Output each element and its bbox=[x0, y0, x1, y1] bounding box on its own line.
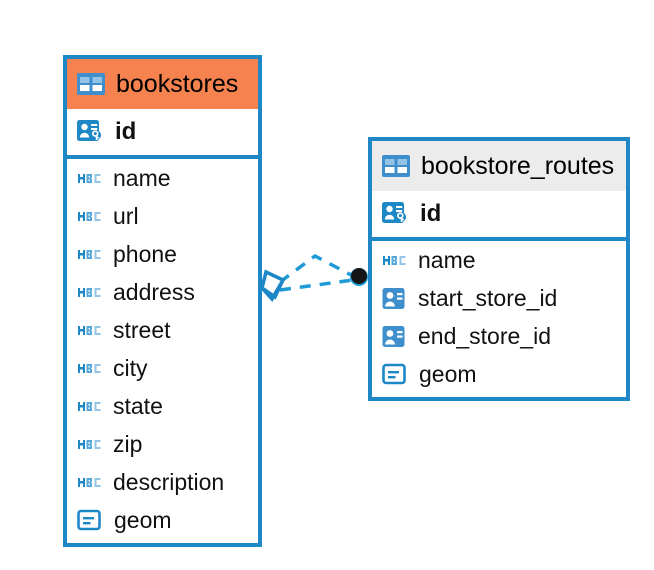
field-row-end-store-id[interactable]: end_store_id bbox=[372, 317, 626, 355]
text-type-icon bbox=[77, 209, 102, 223]
field-label: start_store_id bbox=[418, 284, 558, 311]
field-row-pk[interactable]: id bbox=[372, 191, 626, 237]
field-row-url[interactable]: url bbox=[67, 197, 258, 235]
text-type-icon bbox=[77, 323, 102, 337]
primary-key-icon bbox=[77, 119, 104, 145]
text-type-icon bbox=[77, 361, 102, 375]
entity-header-bookstore-routes[interactable]: bookstore_routes bbox=[372, 141, 626, 191]
entity-header-bookstores[interactable]: bookstores bbox=[67, 59, 258, 109]
field-row-zip[interactable]: zip bbox=[67, 425, 258, 463]
filled-circle-endpoint bbox=[350, 268, 368, 286]
entity-bookstore-routes[interactable]: bookstore_routes id bbox=[368, 137, 630, 401]
table-icon bbox=[77, 72, 105, 96]
field-label: city bbox=[113, 354, 148, 381]
field-label: end_store_id bbox=[418, 322, 551, 349]
text-type-icon bbox=[77, 437, 102, 451]
field-label-pk: id bbox=[420, 200, 442, 227]
field-label: address bbox=[113, 278, 195, 305]
field-row-city[interactable]: city bbox=[67, 349, 258, 387]
foreign-key-icon bbox=[382, 325, 407, 348]
field-label: street bbox=[113, 316, 171, 343]
field-label: url bbox=[113, 202, 139, 229]
field-list-bookstores: name url bbox=[67, 159, 258, 543]
field-label: geom bbox=[419, 360, 477, 387]
field-row-geom[interactable]: geom bbox=[372, 355, 626, 393]
text-type-icon bbox=[77, 285, 102, 299]
text-type-icon bbox=[77, 399, 102, 413]
field-row-start-store-id[interactable]: start_store_id bbox=[372, 279, 626, 317]
field-label: geom bbox=[114, 506, 172, 533]
field-row-street[interactable]: street bbox=[67, 311, 258, 349]
crowsfoot-diamond-endpoint bbox=[260, 269, 286, 302]
text-type-icon bbox=[77, 475, 102, 489]
field-row-phone[interactable]: phone bbox=[67, 235, 258, 273]
field-row-pk[interactable]: id bbox=[67, 109, 258, 155]
entity-title: bookstores bbox=[116, 69, 239, 98]
geometry-type-icon bbox=[77, 509, 103, 531]
pk-divider bbox=[67, 155, 258, 159]
relationship-line-upper bbox=[278, 253, 354, 284]
text-type-icon bbox=[77, 247, 102, 261]
field-label: zip bbox=[113, 430, 143, 457]
entity-title: bookstore_routes bbox=[421, 151, 615, 180]
field-label: name bbox=[418, 246, 476, 273]
text-type-icon bbox=[77, 171, 102, 185]
field-label: state bbox=[113, 392, 163, 419]
pk-divider bbox=[372, 237, 626, 241]
text-type-icon bbox=[382, 253, 407, 267]
field-row-description[interactable]: description bbox=[67, 463, 258, 501]
field-row-address[interactable]: address bbox=[67, 273, 258, 311]
relationship-line-lower bbox=[279, 278, 354, 292]
geometry-type-icon bbox=[382, 363, 408, 385]
table-icon bbox=[382, 154, 410, 178]
field-list-bookstore-routes: name start_store_id bbox=[372, 241, 626, 397]
primary-key-icon bbox=[382, 201, 409, 227]
field-row-name[interactable]: name bbox=[372, 241, 626, 279]
field-row-state[interactable]: state bbox=[67, 387, 258, 425]
field-row-geom[interactable]: geom bbox=[67, 501, 258, 539]
field-label: name bbox=[113, 164, 171, 191]
field-label-pk: id bbox=[115, 118, 137, 145]
entity-bookstores[interactable]: bookstores id bbox=[63, 55, 262, 547]
foreign-key-icon bbox=[382, 287, 407, 310]
field-label: description bbox=[113, 468, 225, 495]
field-label: phone bbox=[113, 240, 177, 267]
field-row-name[interactable]: name bbox=[67, 159, 258, 197]
